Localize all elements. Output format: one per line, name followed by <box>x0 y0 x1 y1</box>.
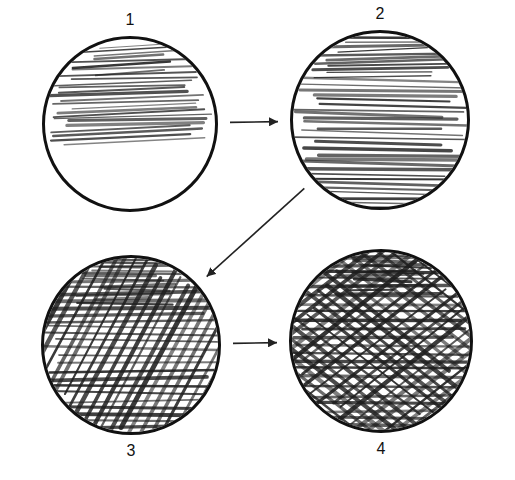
arrow-connector <box>207 188 305 276</box>
hatch-stroke <box>50 91 187 95</box>
hatch-stroke <box>356 346 478 440</box>
hatch-stroke <box>346 41 429 43</box>
hatch-stroke <box>314 54 448 56</box>
hatch-stroke <box>338 274 423 276</box>
hatch-stroke <box>336 292 442 295</box>
circle-border <box>44 38 217 211</box>
hatch-stroke <box>316 141 441 145</box>
hatch-stroke <box>49 326 214 329</box>
hatch-stroke <box>304 118 457 119</box>
hatch-stroke <box>302 130 463 136</box>
hatch-stroke <box>306 197 467 200</box>
hatch-stroke <box>327 71 432 73</box>
hatch-stroke <box>293 161 475 167</box>
hatch-stroke <box>339 36 452 39</box>
circle-node: 3 <box>41 255 221 435</box>
hatch-stroke <box>289 137 467 139</box>
hatch-stroke <box>34 300 219 301</box>
hatch-stroke <box>320 45 435 47</box>
hatch-stroke <box>73 66 192 69</box>
hatch-stroke <box>100 266 141 269</box>
circle-outline <box>42 36 218 212</box>
hatch-stroke <box>144 299 233 467</box>
hatch-stroke <box>320 104 478 108</box>
hatch-stroke <box>314 76 431 78</box>
hatch-stroke <box>318 127 441 130</box>
arrow-connector <box>230 121 278 123</box>
hatch-stroke <box>58 72 196 76</box>
hatch-stroke <box>351 360 487 465</box>
hatch-stroke <box>69 118 206 120</box>
hatch-stroke <box>313 67 448 69</box>
hatch-stroke <box>273 285 479 287</box>
circle-node: 2 <box>290 30 470 210</box>
hatch-stroke <box>304 148 451 151</box>
hatch-stroke <box>22 227 98 369</box>
hatch-group <box>16 226 243 467</box>
circle-outline <box>290 30 470 210</box>
hatch-stroke <box>161 304 242 457</box>
circle-outline <box>289 249 473 433</box>
hatch-stroke <box>86 274 156 278</box>
hatch-stroke <box>314 95 456 96</box>
hatch-stroke <box>352 270 415 272</box>
circle-border <box>291 251 472 432</box>
hatch-stroke <box>85 253 185 443</box>
hatch-stroke <box>319 155 468 156</box>
hatch-stroke <box>315 59 455 64</box>
hatch-stroke <box>371 362 496 459</box>
hatch-stroke <box>340 309 479 419</box>
circle-outline <box>41 255 221 435</box>
hatch-stroke <box>83 279 163 281</box>
hatch-stroke <box>317 98 449 101</box>
step-number: 1 <box>126 12 135 28</box>
hatch-stroke <box>354 279 411 282</box>
hatch-stroke <box>298 178 465 181</box>
hatch-stroke <box>102 284 175 287</box>
hatch-stroke <box>77 294 170 296</box>
hatch-stroke <box>100 43 189 49</box>
hatch-stroke <box>315 202 463 205</box>
circle-node: 4 <box>289 249 473 433</box>
hatch-stroke <box>303 167 456 171</box>
step-number: 4 <box>377 441 386 457</box>
hatch-group <box>249 198 508 474</box>
hatch-stroke <box>301 84 473 88</box>
hatch-stroke <box>343 284 436 288</box>
hatch-stroke <box>94 54 163 59</box>
step-number: 3 <box>127 443 136 459</box>
hatch-stroke <box>95 298 148 300</box>
step-number: 2 <box>376 6 385 22</box>
circle-border <box>43 257 220 434</box>
hatch-stroke <box>338 48 428 53</box>
hatch-stroke <box>104 289 169 291</box>
hatch-stroke <box>54 259 221 261</box>
hatch-stroke <box>353 333 508 456</box>
circle-border <box>292 32 469 209</box>
hatch-stroke <box>77 303 172 305</box>
hatch-stroke <box>306 159 457 160</box>
circle-node: 1 <box>42 36 218 212</box>
hatch-stroke <box>293 78 473 83</box>
hatch-stroke <box>64 138 205 145</box>
hatch-stroke <box>328 64 459 66</box>
hatch-stroke <box>351 289 393 291</box>
hatch-stroke <box>354 260 415 262</box>
hatch-stroke <box>364 265 431 268</box>
hatch-stroke <box>72 59 193 62</box>
hatch-stroke <box>72 77 197 79</box>
hatch-stroke <box>92 270 172 273</box>
hatch-stroke <box>19 239 103 397</box>
hatch-stroke <box>53 100 198 104</box>
hatch-stroke <box>304 121 471 125</box>
hatch-stroke <box>300 90 467 91</box>
arrow-connector <box>233 342 277 344</box>
